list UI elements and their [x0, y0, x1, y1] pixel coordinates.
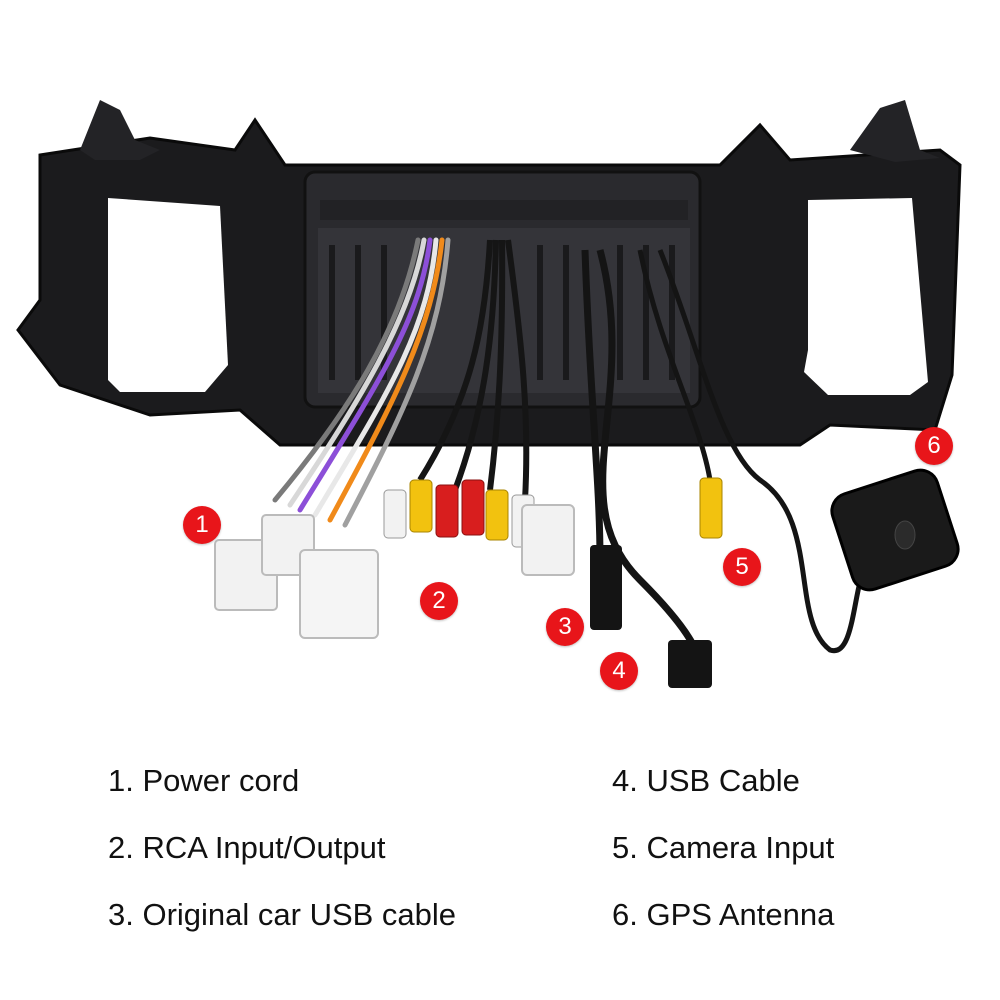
usb-plug: [668, 640, 712, 688]
badge-4: 4: [600, 652, 638, 690]
camera-cable: [637, 249, 713, 481]
legend-left-column: 1. Power cord 2. RCA Input/Output 3. Ori…: [108, 757, 456, 958]
rca-cables: [417, 239, 530, 501]
camera-rca-plug: [699, 477, 723, 539]
gps-antenna: [830, 468, 960, 592]
power-cord-wires: [272, 237, 451, 528]
legend-item-usb-cable: 4. USB Cable: [612, 763, 800, 798]
badge-5: 5: [723, 548, 761, 586]
legend-item-original-usb: 3. Original car USB cable: [108, 897, 457, 932]
legend-item-rca: 2. RCA Input/Output: [108, 830, 386, 865]
badge-1: 1: [183, 506, 221, 544]
power-cord-connectors: [214, 514, 379, 639]
badge-3: 3: [546, 608, 584, 646]
legend-right-column: 4. USB Cable 5. Camera Input 6. GPS Ante…: [612, 757, 834, 958]
gps-cable: [657, 249, 882, 653]
badge-2: 2: [420, 582, 458, 620]
usb-plug-original: [590, 545, 622, 630]
badge-6: 6: [915, 427, 953, 465]
legend-item-camera-input: 5. Camera Input: [612, 830, 835, 865]
legend-item-gps-antenna: 6. GPS Antenna: [612, 897, 835, 932]
legend-item-power-cord: 1. Power cord: [108, 763, 300, 798]
rca-plugs: [383, 479, 575, 576]
product-photo: [16, 100, 962, 688]
